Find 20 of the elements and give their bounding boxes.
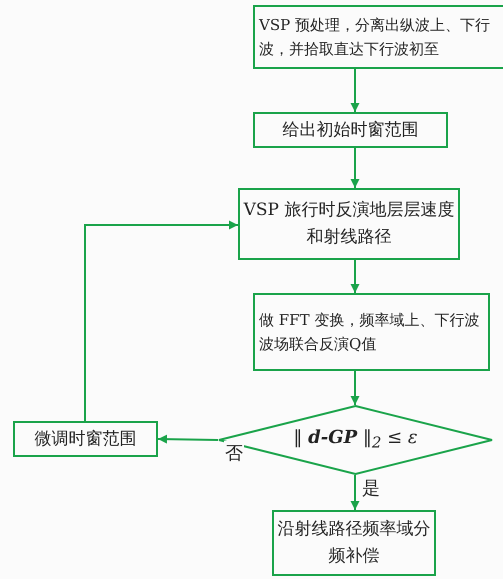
box-text: 做 FFT 变换，频率域上、下行波波场联合反演Q值	[258, 310, 480, 355]
box-text: 给出初始时窗范围	[282, 118, 418, 142]
box-text: 微调时窗范围	[34, 428, 136, 450]
process-box	[253, 5, 503, 69]
box-text: 沿射线路径频率域分频补偿	[276, 518, 432, 568]
arrow	[350, 260, 360, 293]
arrow	[158, 434, 218, 444]
process-box	[253, 293, 490, 371]
arrow	[84, 220, 238, 421]
box-text: VSP 预处理，分离出纵波上、下行波，并拾取直达下行波初至	[258, 15, 491, 60]
arrow	[350, 371, 360, 405]
process-box	[253, 112, 448, 148]
condition-formula: ‖ d-GP ‖$_{2}$ ≤ ε	[293, 426, 418, 454]
arrow	[350, 69, 360, 112]
process-box	[238, 188, 460, 260]
arrow	[350, 475, 360, 510]
arrow	[350, 148, 360, 188]
process-box	[272, 510, 436, 576]
process-box	[13, 421, 158, 457]
box-text: VSP 旅行时反演地层层速度和射线路径	[242, 199, 456, 249]
